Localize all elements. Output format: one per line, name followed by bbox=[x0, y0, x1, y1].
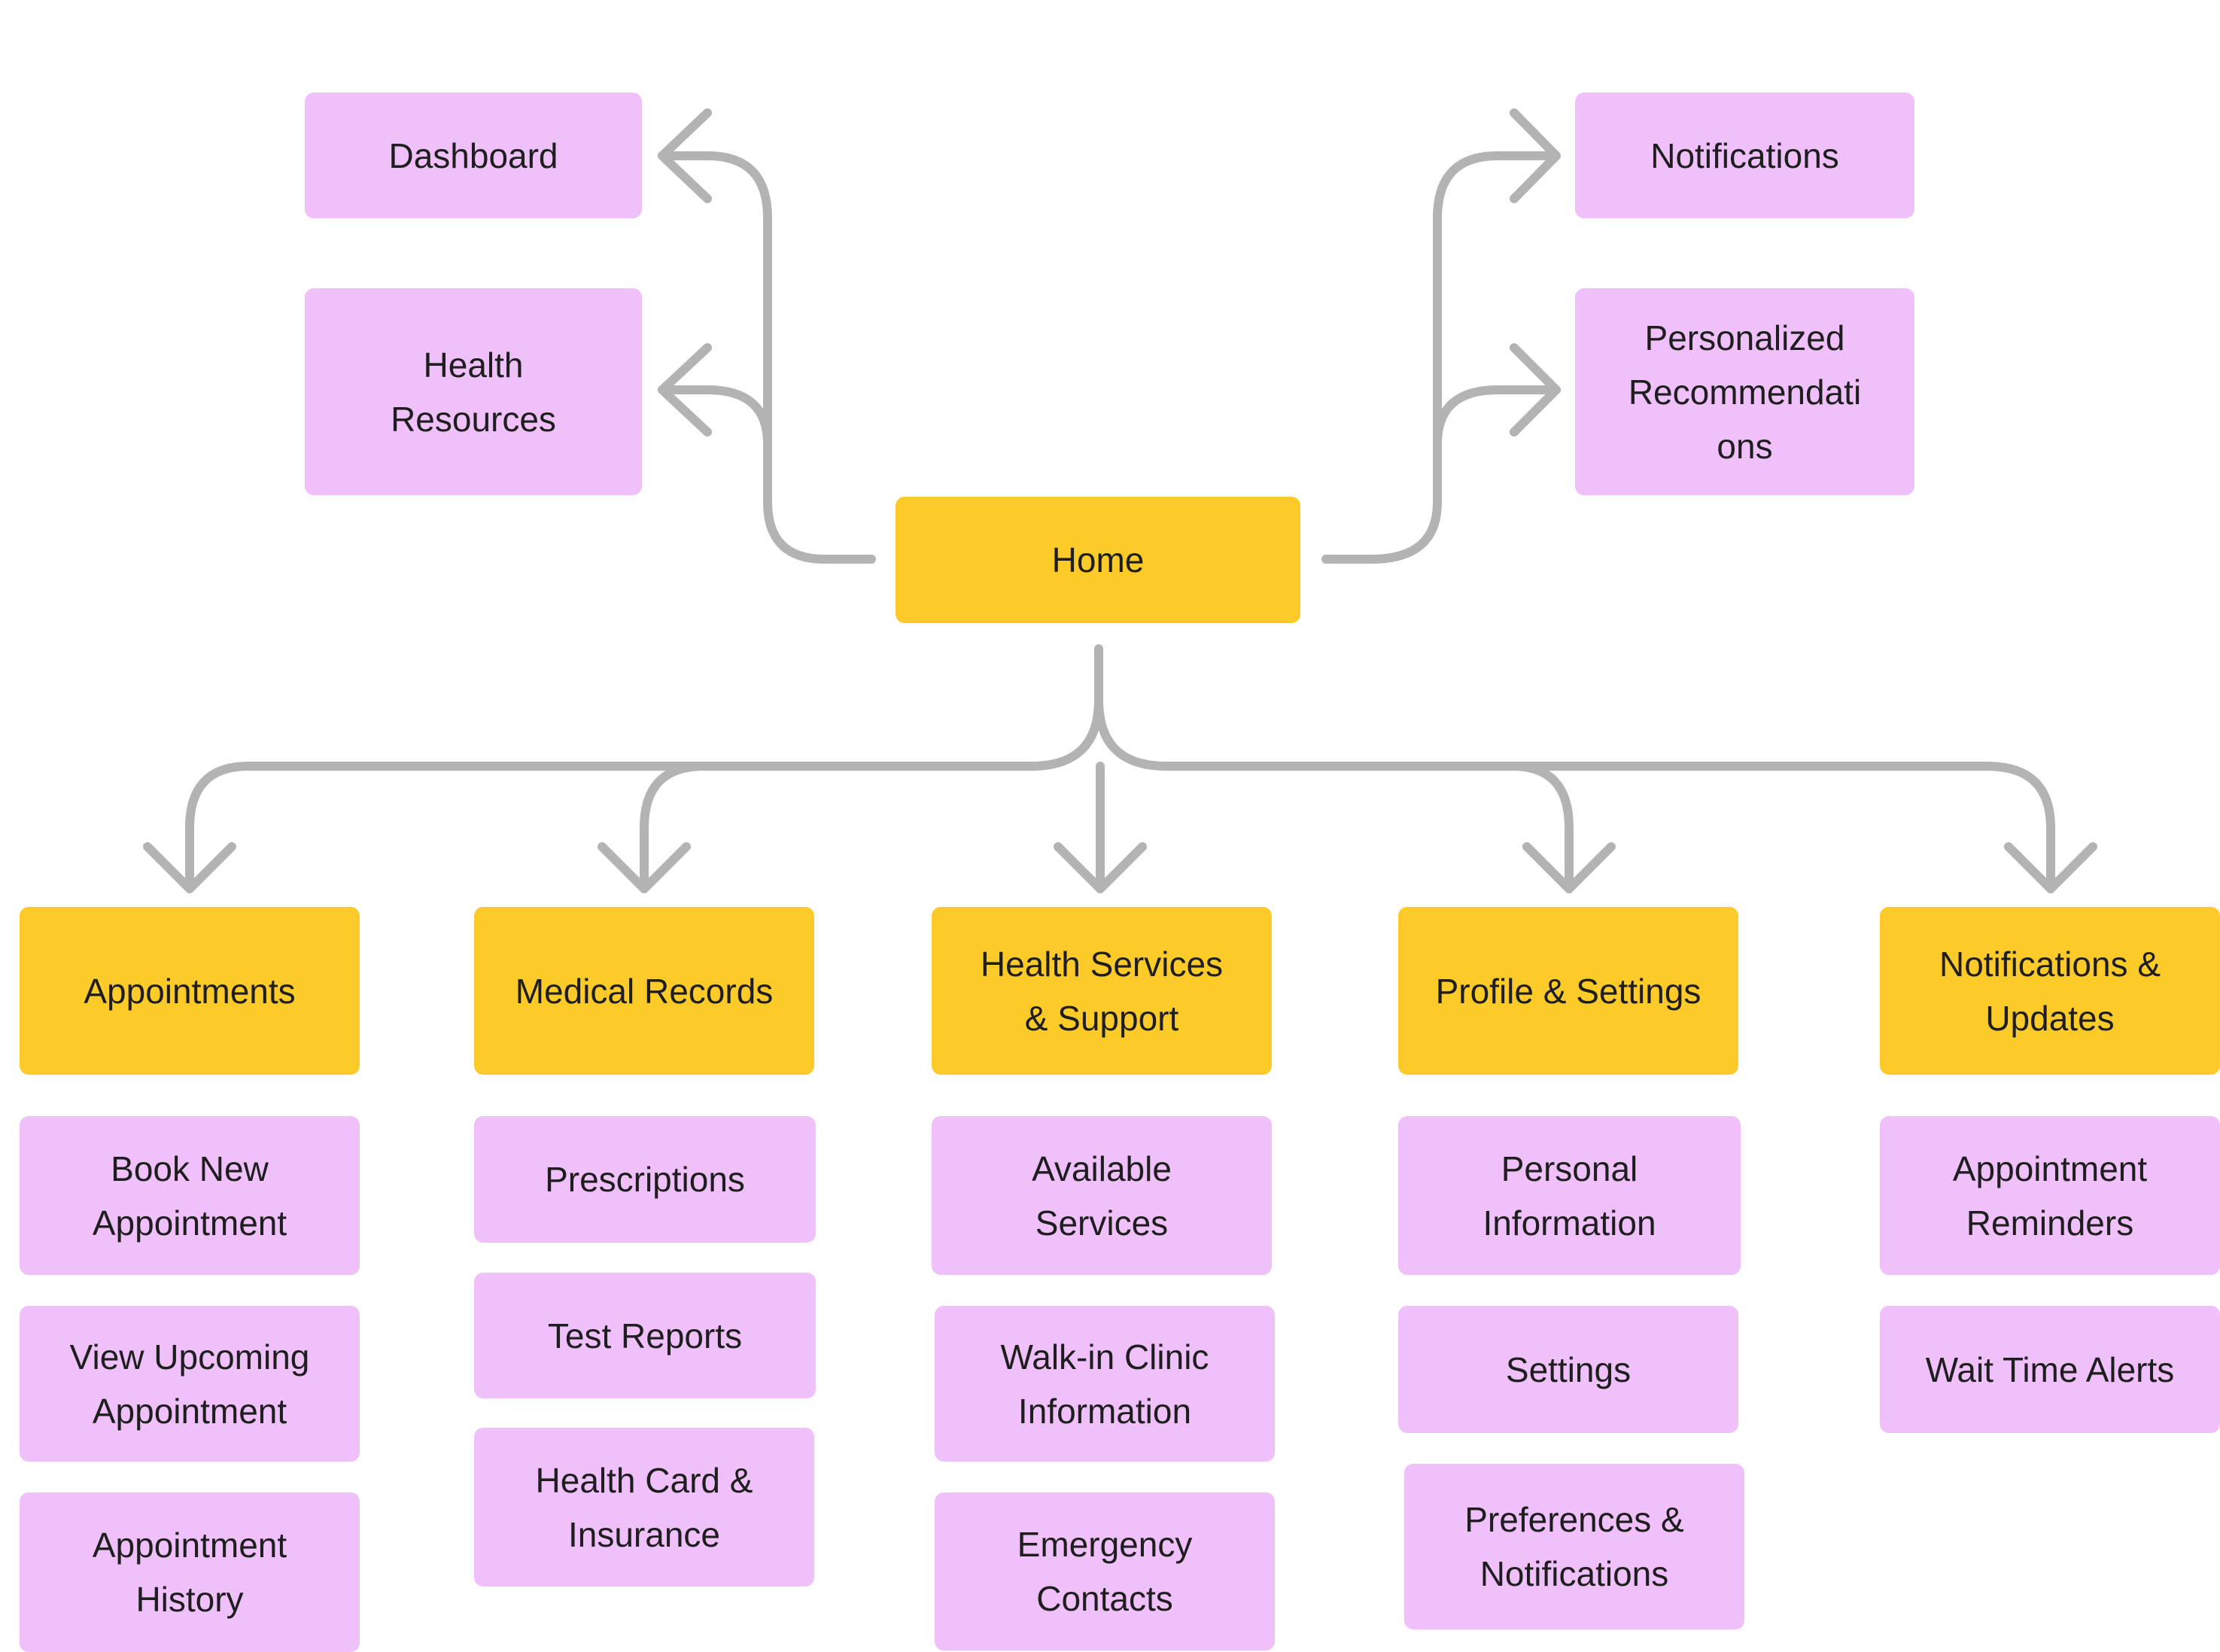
item-health-card-insurance: Health Card & Insurance bbox=[474, 1428, 814, 1587]
connector-bus-left bbox=[185, 695, 1103, 889]
item-appointment-reminders: Appointment Reminders bbox=[1880, 1116, 2220, 1275]
item-settings: Settings bbox=[1398, 1306, 1738, 1433]
arrowhead-appointments bbox=[143, 842, 236, 893]
arrowhead-profile-settings bbox=[1522, 842, 1616, 893]
item-test-reports: Test Reports bbox=[474, 1273, 816, 1398]
home-node: Home bbox=[896, 497, 1300, 623]
arrowhead-health-resources bbox=[658, 343, 712, 437]
item-preferences-notifications: Preferences & Notifications bbox=[1404, 1464, 1744, 1629]
item-prescriptions: Prescriptions bbox=[474, 1116, 816, 1243]
arrowhead-notifications-updates bbox=[2004, 842, 2097, 893]
arrowhead-recommendations bbox=[1510, 343, 1561, 437]
item-view-upcoming-appointment: View Upcoming Appointment bbox=[20, 1306, 360, 1462]
health-resources-node: Health Resources bbox=[305, 288, 642, 495]
arrowhead-health-services bbox=[1054, 842, 1147, 893]
category-notifications-updates: Notifications & Updates bbox=[1880, 907, 2220, 1075]
personalized-recommendations-node: Personalized Recommendati ons bbox=[1575, 288, 1914, 495]
category-health-services-support: Health Services & Support bbox=[932, 907, 1272, 1075]
connector-bus-right bbox=[1094, 695, 2055, 889]
category-medical-records: Medical Records bbox=[474, 907, 814, 1075]
item-wait-time-alerts: Wait Time Alerts bbox=[1880, 1306, 2220, 1433]
arrowhead-medical-records bbox=[598, 842, 691, 893]
connector-profile-settings bbox=[1508, 762, 1574, 889]
connector-home-dashboard bbox=[658, 151, 876, 564]
connector-medical-records bbox=[640, 762, 708, 889]
connector-home-health-resources bbox=[658, 385, 772, 449]
notifications-node: Notifications bbox=[1575, 93, 1914, 218]
item-book-new-appointment: Book New Appointment bbox=[20, 1116, 360, 1275]
item-available-services: Available Services bbox=[932, 1116, 1272, 1275]
item-emergency-contacts: Emergency Contacts bbox=[935, 1492, 1275, 1650]
category-appointments: Appointments bbox=[20, 907, 360, 1075]
category-profile-settings: Profile & Settings bbox=[1398, 907, 1738, 1075]
connector-home-notifications bbox=[1321, 151, 1561, 564]
item-personal-information: Personal Information bbox=[1398, 1116, 1741, 1275]
item-appointment-history: Appointment History bbox=[20, 1492, 360, 1652]
item-walk-in-clinic-information: Walk-in Clinic Information bbox=[935, 1306, 1275, 1462]
connector-home-recommendations bbox=[1433, 385, 1561, 449]
dashboard-node: Dashboard bbox=[305, 93, 642, 218]
arrowhead-notifications bbox=[1510, 108, 1561, 203]
arrowhead-dashboard bbox=[658, 108, 712, 203]
